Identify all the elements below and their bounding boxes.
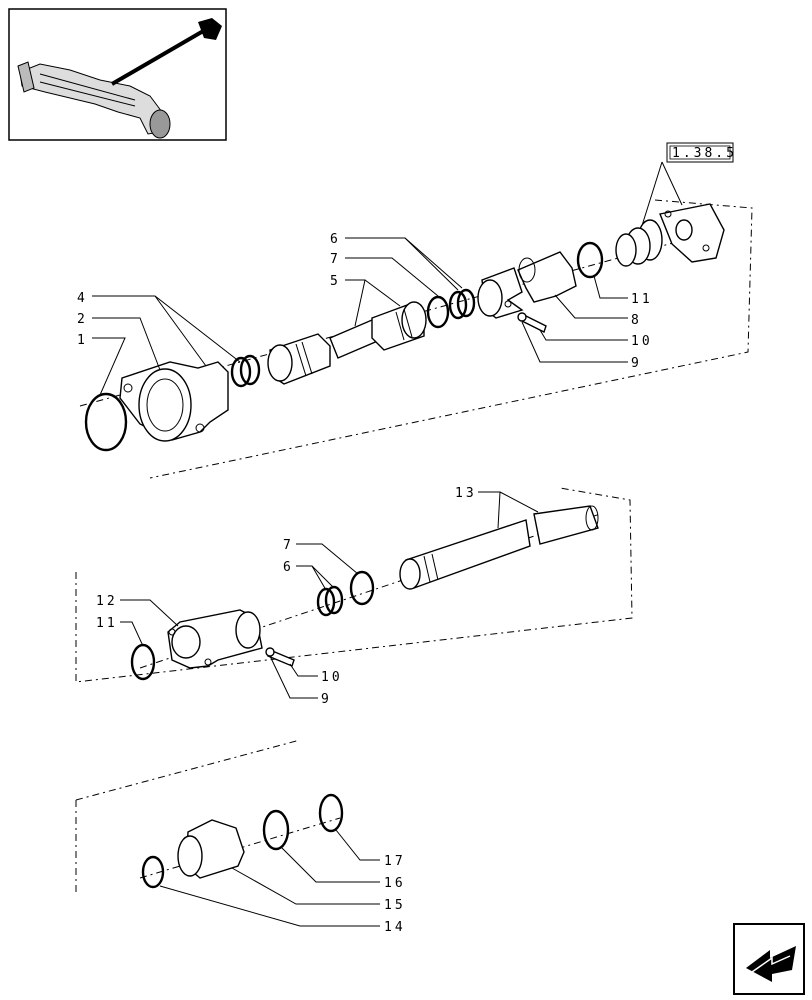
callout-13: 13 [455, 486, 477, 501]
leader-lines [92, 237, 628, 927]
callout-10-lower: 10 [321, 670, 343, 685]
callout-5: 5 [330, 274, 341, 289]
callout-11-top: 11 [631, 292, 653, 307]
part-6-ring[interactable] [448, 288, 476, 320]
callout-6-top: 6 [330, 232, 341, 247]
section-2-frame [75, 487, 633, 683]
part-1-oring[interactable] [84, 392, 128, 452]
callout-1: 1 [77, 333, 88, 348]
part-17-ring[interactable] [318, 793, 344, 833]
callout-7-top: 7 [330, 252, 341, 267]
part-7-ring-lower[interactable] [349, 570, 375, 606]
part-7-ring[interactable] [426, 295, 450, 329]
part-6-ring-lower[interactable] [316, 585, 344, 617]
reference-box[interactable]: 1.38.5 [639, 142, 737, 233]
callout-6-lower: 6 [283, 560, 294, 575]
callout-2: 2 [77, 312, 88, 327]
part-2-housing[interactable] [119, 361, 229, 442]
callout-9-lower: 9 [321, 692, 332, 707]
part-4-snap-ring[interactable] [230, 354, 261, 388]
section-1-frame [149, 199, 753, 479]
callout-10-top: 10 [631, 334, 653, 349]
callout-12: 12 [96, 594, 118, 609]
callout-17: 17 [384, 854, 406, 869]
section-3-frame [75, 739, 301, 896]
axle-thumbnail-icon[interactable] [8, 8, 227, 141]
callout-14: 14 [384, 920, 406, 935]
callout-7-lower: 7 [283, 538, 294, 553]
reference-label: 1.38.5 [672, 146, 737, 161]
part-10-pin[interactable] [517, 312, 547, 333]
part-12-flange[interactable] [167, 609, 263, 669]
next-page-arrow-icon[interactable] [733, 923, 805, 995]
callout-labels: 4 2 1 6 7 5 11 8 10 9 13 7 6 12 11 10 9 … [77, 232, 653, 935]
callout-9-top: 9 [631, 356, 642, 371]
part-8-sleeve[interactable] [477, 251, 577, 319]
callout-8: 8 [631, 313, 642, 328]
callout-4: 4 [77, 291, 88, 306]
callout-11-lower: 11 [96, 616, 118, 631]
callout-15: 15 [384, 898, 406, 913]
part-5-shaft[interactable] [267, 301, 427, 385]
part-16-ring[interactable] [262, 809, 290, 851]
callout-16: 16 [384, 876, 406, 891]
part-11-ring-lower[interactable] [130, 643, 156, 681]
part-13-shaft[interactable] [399, 505, 599, 590]
gear-assembly[interactable] [615, 203, 725, 267]
part-15-bushing[interactable] [177, 819, 245, 879]
part-14-ring[interactable] [141, 855, 165, 889]
part-11-ring[interactable] [576, 241, 604, 279]
